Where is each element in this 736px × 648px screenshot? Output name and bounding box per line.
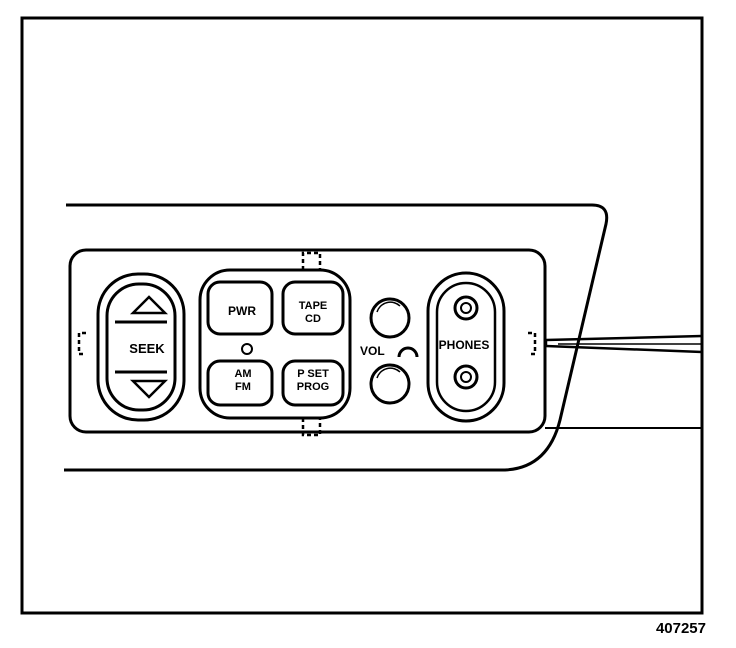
retaining-clip-left [77, 331, 86, 356]
vol-down-knob[interactable] [369, 363, 411, 405]
am-fm-label-line2: FM [235, 381, 251, 393]
pset-prog-button[interactable]: P SET PROG [281, 359, 345, 407]
pset-label-line2: PROG [297, 381, 329, 393]
headphone-jack-bottom[interactable] [453, 364, 479, 390]
seek-label: SEEK [129, 341, 165, 356]
pry-tool-icon [544, 334, 703, 354]
seek-rocker[interactable]: SEEK [96, 272, 186, 422]
status-light-icon [241, 343, 253, 355]
retaining-clip-right [528, 331, 537, 356]
retaining-clip-bottom [301, 418, 322, 437]
phones-module [426, 271, 506, 423]
am-fm-button[interactable]: AM FM [206, 359, 274, 407]
tape-cd-button[interactable]: TAPE CD [281, 280, 345, 336]
headphone-jack-top[interactable] [453, 295, 479, 321]
tape-cd-label-line2: CD [305, 313, 321, 325]
vol-label: VOL [360, 344, 385, 358]
phones-label: PHONES [439, 338, 490, 352]
figure-frame [20, 16, 704, 615]
seek-down-icon[interactable] [129, 379, 169, 399]
pset-label-line1: P SET [297, 368, 329, 380]
pwr-label: PWR [228, 304, 256, 318]
retaining-clip-top [301, 251, 322, 270]
vol-up-knob[interactable] [369, 297, 411, 339]
am-fm-label-line1: AM [234, 368, 251, 380]
seek-up-icon[interactable] [129, 295, 169, 315]
console-bezel [64, 203, 609, 472]
vol-arc-icon [397, 346, 419, 358]
pwr-button[interactable]: PWR [206, 280, 274, 336]
tape-cd-label-line1: TAPE [299, 300, 328, 312]
figure-number: 407257 [655, 620, 706, 637]
